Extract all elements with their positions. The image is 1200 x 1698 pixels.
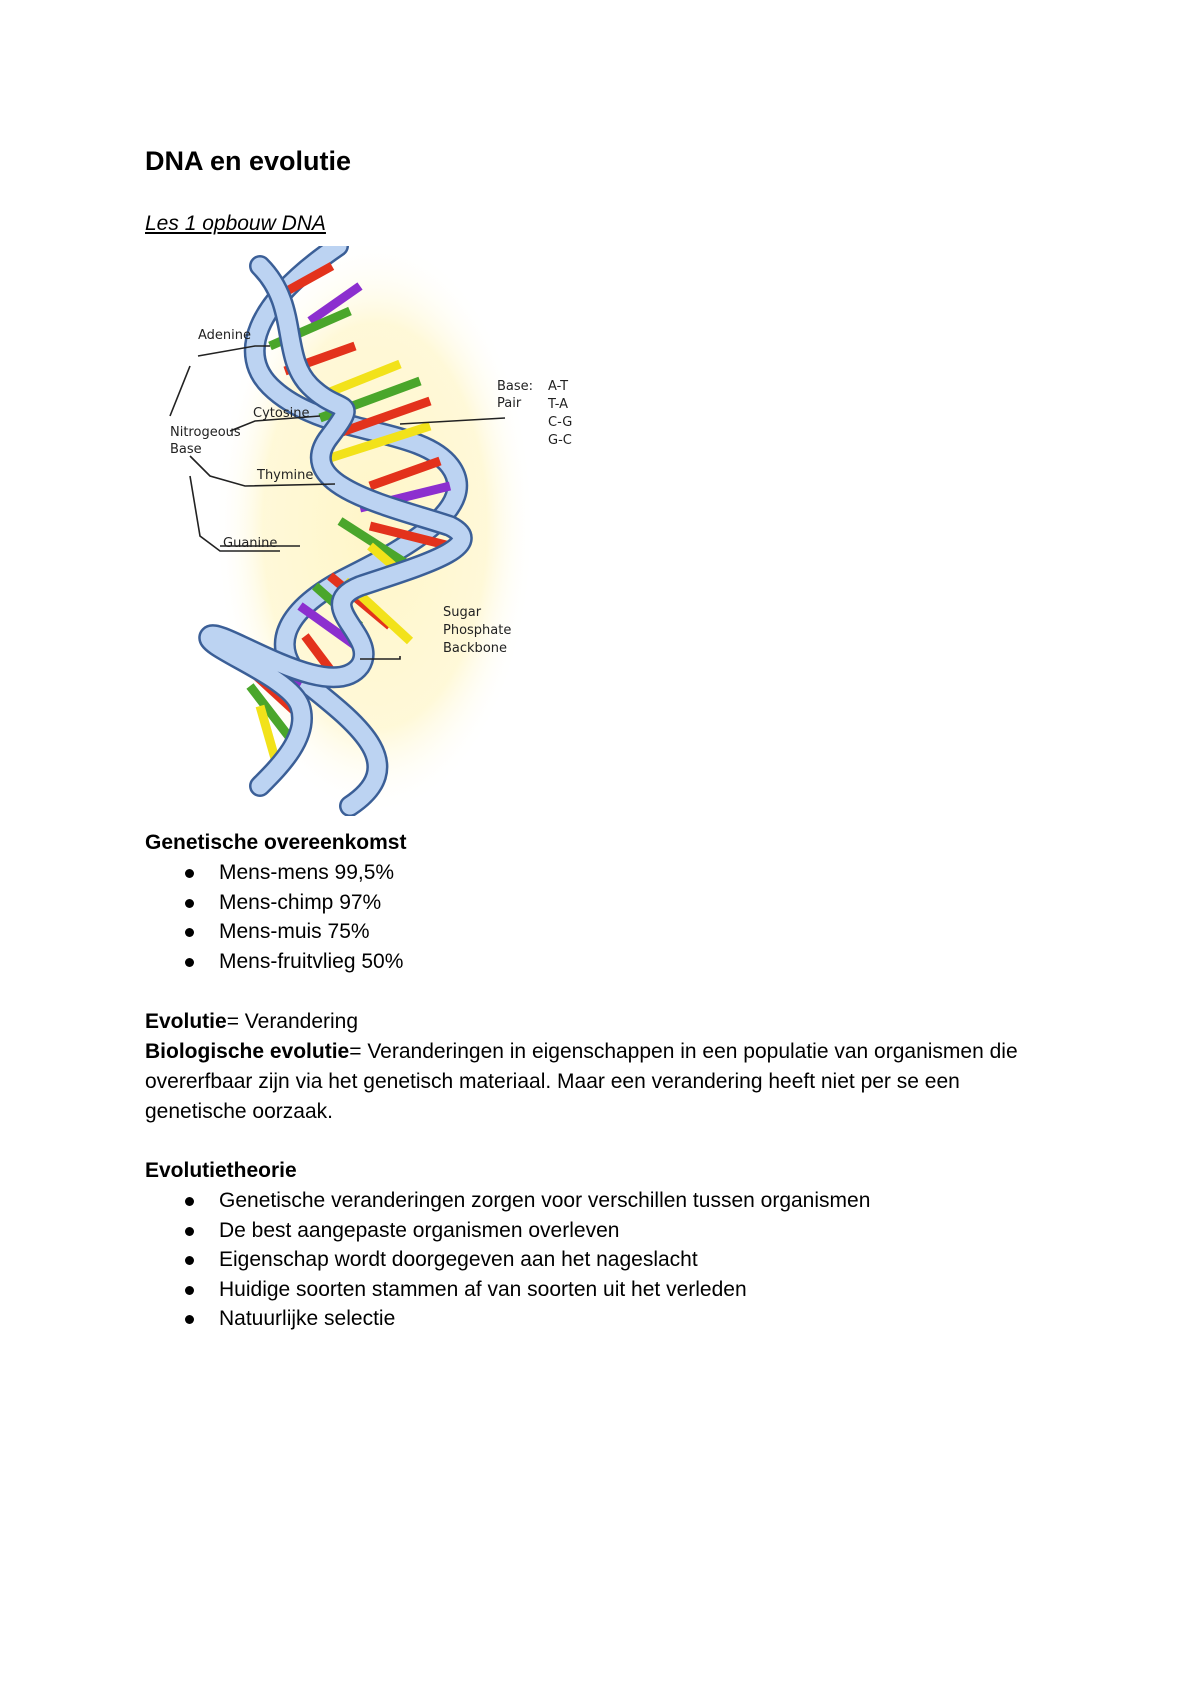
- list-item: De best aangepaste organismen overleven: [145, 1216, 870, 1246]
- label-phosphate: Phosphate: [443, 623, 511, 638]
- label-cytosine: Cytosine: [253, 406, 309, 421]
- evolution-theory-heading: Evolutietheorie: [145, 1159, 297, 1182]
- label-base-pair-1: Base:: [497, 379, 533, 394]
- label-backbone: Backbone: [443, 641, 507, 656]
- label-pair-gc: G-C: [548, 433, 572, 448]
- definition-evolutie: Evolutie= Verandering: [145, 1010, 359, 1033]
- list-item: Genetische veranderingen zorgen voor ver…: [145, 1186, 870, 1216]
- list-item: Mens-fruitvlieg 50%: [145, 947, 406, 977]
- evolution-theory-section: Evolutietheorie Genetische veranderingen…: [145, 1156, 870, 1334]
- label-thymine: Thymine: [256, 468, 313, 483]
- label-base-pair-2: Pair: [497, 396, 522, 411]
- lesson-subtitle: Les 1 opbouw DNA: [145, 212, 326, 235]
- evolution-theory-list: Genetische veranderingen zorgen voor ver…: [145, 1186, 870, 1334]
- bullet-icon: [185, 1197, 194, 1206]
- label-guanine: Guanine: [223, 536, 277, 551]
- label-base: Base: [170, 442, 202, 457]
- bullet-icon: [185, 898, 194, 908]
- list-item: Eigenschap wordt doorgegeven aan het nag…: [145, 1245, 870, 1275]
- bullet-icon: [185, 1256, 194, 1265]
- definition-biologische-evolutie: Biologische evolutie= Veranderingen in e…: [145, 1040, 1018, 1123]
- list-item: Mens-chimp 97%: [145, 888, 406, 918]
- list-item: Natuurlijke selectie: [145, 1304, 870, 1334]
- bullet-icon: [185, 1315, 194, 1324]
- label-pair-at: A-T: [548, 379, 568, 394]
- label-pair-ta: T-A: [547, 397, 568, 412]
- label-pair-cg: C-G: [548, 415, 572, 430]
- list-item: Huidige soorten stammen af van soorten u…: [145, 1275, 870, 1305]
- page-title: DNA en evolutie: [145, 146, 352, 176]
- label-nitrogeous: Nitrogeous: [170, 425, 241, 440]
- bullet-icon: [185, 869, 194, 878]
- genetic-similarity-section: Genetische overeenkomst Mens-mens 99,5% …: [145, 828, 406, 976]
- bullet-icon: [185, 957, 194, 967]
- leader-lines: [169, 345, 506, 660]
- evolution-definitions: Evolutie= Verandering Biologische evolut…: [145, 1007, 1085, 1127]
- bullet-icon: [185, 928, 194, 937]
- list-item: Mens-muis 75%: [145, 917, 406, 947]
- genetic-similarity-list: Mens-mens 99,5% Mens-chimp 97% Mens-muis…: [145, 858, 406, 976]
- genetic-similarity-heading: Genetische overeenkomst: [145, 831, 407, 854]
- bullet-icon: [185, 1226, 194, 1236]
- label-adenine: Adenine: [198, 328, 251, 343]
- list-item: Mens-mens 99,5%: [145, 858, 406, 888]
- label-sugar: Sugar: [443, 605, 482, 620]
- dna-diagram: Adenine Cytosine Nitrogeous Base Thymine…: [169, 246, 572, 816]
- bullet-icon: [185, 1285, 194, 1295]
